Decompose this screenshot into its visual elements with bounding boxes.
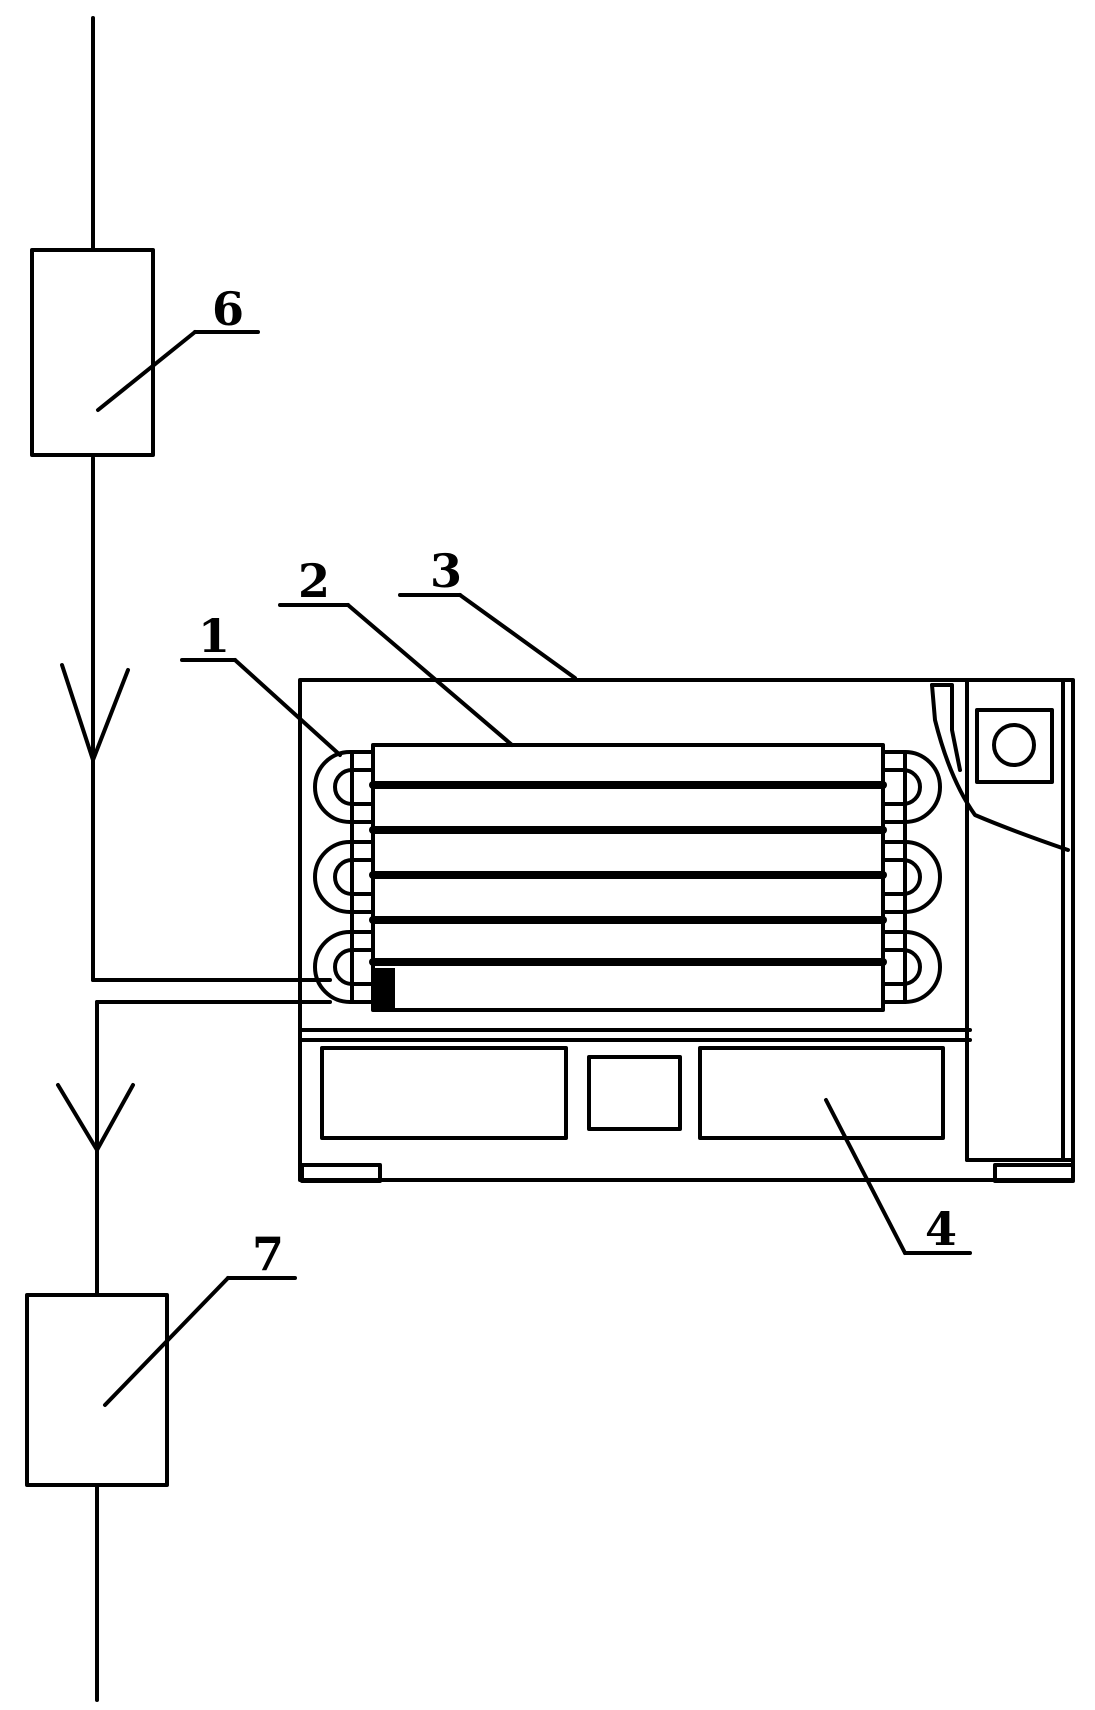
tube-inlet-block xyxy=(373,968,395,1010)
control-panel xyxy=(930,683,1070,852)
left-u-bends xyxy=(313,750,375,1004)
right-u-bends xyxy=(881,750,942,1004)
leader-line-4 xyxy=(824,1098,972,1255)
leader-line-3 xyxy=(398,593,577,680)
tube-rack xyxy=(369,743,887,1012)
label-1: 1 xyxy=(198,609,230,663)
cabinet-housing xyxy=(298,678,1075,1182)
label-4: 4 xyxy=(925,1202,957,1256)
leader-line-1 xyxy=(180,658,342,757)
outlet-pipe xyxy=(95,1000,332,1702)
leader-line-7 xyxy=(103,1276,297,1407)
lower-compartments xyxy=(320,1046,945,1140)
component-box-6 xyxy=(30,248,155,457)
label-7: 7 xyxy=(252,1227,284,1281)
cabinet-feet xyxy=(300,1163,1075,1183)
flow-arrow-down-lower xyxy=(56,1083,135,1152)
label-3: 3 xyxy=(430,544,462,598)
leader-line-6 xyxy=(96,330,260,412)
leader-line-2 xyxy=(278,603,514,747)
component-box-7 xyxy=(25,1293,169,1487)
label-2: 2 xyxy=(298,554,330,608)
control-knob xyxy=(992,723,1036,767)
flow-arrow-down-upper xyxy=(60,663,130,762)
inlet-pipe xyxy=(91,16,332,982)
label-6: 6 xyxy=(212,282,244,336)
